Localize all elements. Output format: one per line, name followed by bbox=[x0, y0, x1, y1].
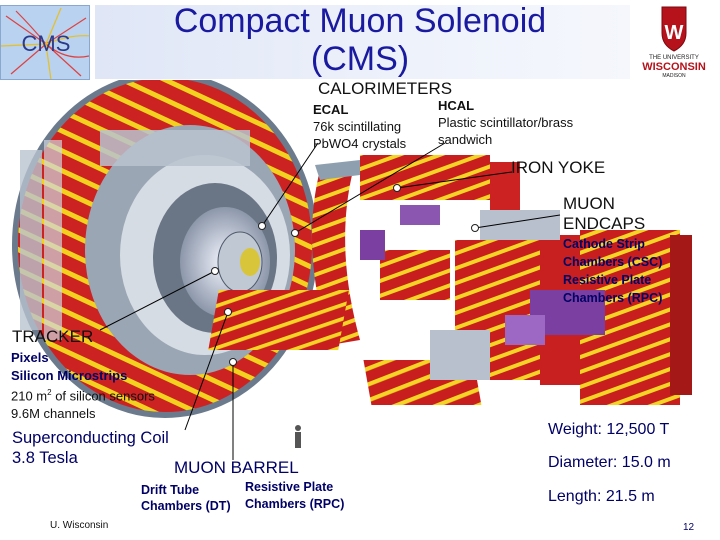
rpc-line-2: Chambers (RPC) bbox=[563, 289, 662, 307]
muon-endcaps-line-2: ENDCAPS bbox=[563, 214, 646, 233]
hcal-line-2: sandwich bbox=[438, 132, 493, 147]
cms-logo: CMS bbox=[0, 5, 90, 80]
hcal-label: HCAL Plastic scintillator/brass sandwich bbox=[438, 97, 573, 148]
pixels-label: Pixels bbox=[11, 350, 49, 365]
barrel-rpc-line-2-post: ) bbox=[340, 497, 345, 511]
uw-logo-line3: MADISON bbox=[662, 73, 686, 79]
hcal-title: HCAL bbox=[438, 98, 475, 113]
channels-label: 9.6M channels bbox=[11, 405, 96, 421]
leader-dots bbox=[211, 184, 479, 366]
silicon-area-pre: 210 m bbox=[11, 388, 48, 404]
svg-text:W: W bbox=[665, 22, 684, 44]
microstrips-label: Silicon Microstrips bbox=[11, 367, 128, 383]
muon-barrel-label: MUON BARREL bbox=[174, 458, 299, 477]
csc-line-2: Chambers (CSC) bbox=[563, 253, 662, 271]
page-title: Compact Muon Solenoid (CMS) bbox=[100, 2, 620, 78]
silicon-area-sup: 2 bbox=[47, 388, 52, 397]
uw-logo-graphic: W THE UNIVERSITY WISCONSIN MADISON bbox=[642, 6, 706, 79]
drift-tube-line-2-post: ) bbox=[226, 499, 231, 513]
silicon-area-label: 210 m2 of silicon sensors bbox=[11, 384, 155, 405]
title-band bbox=[95, 5, 630, 79]
ecal-title: ECAL bbox=[313, 102, 349, 117]
cms-logo-text: CMS bbox=[22, 31, 71, 56]
uw-logo-line2: WISCONSIN bbox=[642, 61, 706, 73]
detector-illustration bbox=[12, 80, 692, 460]
rpc-line-2-pre: Chambers ( bbox=[563, 291, 632, 305]
csc-line-2-post: ) bbox=[658, 255, 663, 269]
hcal-line-1: Plastic scintillator/brass bbox=[438, 115, 574, 130]
muon-endcaps-label: MUON ENDCAPS bbox=[563, 194, 645, 234]
drift-tube-line-2-pre: Chambers ( bbox=[141, 499, 210, 513]
diameter-spec: Diameter: 15.0 m bbox=[548, 454, 671, 471]
title-line-2: (CMS) bbox=[310, 40, 410, 78]
barrel-wheel-left bbox=[12, 80, 318, 418]
leader-lines bbox=[99, 142, 561, 460]
csc-line-2-pre: Chambers ( bbox=[563, 255, 632, 269]
coil-line-1: Superconducting Coil bbox=[12, 429, 169, 447]
ecal-line-1: 76k scintillating bbox=[313, 119, 402, 134]
drift-tube-line-2: Chambers (DT) bbox=[141, 498, 231, 514]
title-line-1: Compact Muon Solenoid bbox=[173, 2, 547, 40]
coil-line-2: 3.8 Tesla bbox=[12, 449, 78, 467]
silicon-area-post: of silicon sensors bbox=[51, 388, 155, 404]
calorimeters-label: CALORIMETERS bbox=[318, 79, 453, 98]
endcap-chambers-label: Cathode Strip Chambers (CSC) Resistive P… bbox=[563, 235, 662, 307]
person-scale-icon bbox=[295, 425, 301, 448]
coil-label: Superconducting Coil 3.8 Tesla bbox=[12, 428, 169, 468]
barrel-rpc-line-2: Chambers (RPC) bbox=[245, 496, 344, 513]
ecal-line-2: PbWO4 crystals bbox=[313, 136, 407, 151]
page-number: 12 bbox=[683, 522, 695, 533]
dt-abbrev: DT bbox=[209, 499, 227, 513]
uw-logo-line1: THE UNIVERSITY bbox=[649, 55, 699, 61]
rpc-line-1: Resistive Plate bbox=[563, 273, 652, 287]
csc-line-1: Cathode Strip bbox=[563, 237, 645, 251]
barrel-rpc-label: Resistive Plate Chambers (RPC) bbox=[245, 479, 344, 513]
tracker-details: Pixels Silicon Microstrips 210 m2 of sil… bbox=[11, 349, 155, 422]
footer-left: U. Wisconsin bbox=[50, 520, 109, 531]
barrel-wheel-middle bbox=[208, 155, 520, 405]
cms-logo-graphic: CMS bbox=[1, 7, 89, 79]
weight-spec: Weight: 12,500 T bbox=[548, 421, 670, 438]
ecal-label: ECAL 76k scintillating PbWO4 crystals bbox=[313, 101, 406, 152]
muon-endcaps-line-1: MUON bbox=[563, 194, 615, 213]
barrel-rpc-line-2-pre: Chambers ( bbox=[245, 497, 314, 511]
uw-logo: W THE UNIVERSITY WISCONSIN MADISON bbox=[632, 3, 716, 79]
rpc-line-2-post: ) bbox=[658, 291, 663, 305]
drift-tube-label: Drift Tube Chambers (DT) bbox=[141, 482, 231, 514]
csc-abbrev: CSC bbox=[631, 255, 659, 269]
barrel-rpc-line-1: Resistive Plate bbox=[245, 480, 334, 494]
iron-yoke-label: IRON YOKE bbox=[511, 158, 606, 177]
muon-endcaps bbox=[430, 210, 692, 405]
barrel-rpc-abbrev: RPC bbox=[313, 497, 341, 511]
rpc-abbrev: RPC bbox=[631, 291, 659, 305]
length-spec: Length: 21.5 m bbox=[548, 488, 655, 505]
tracker-label: TRACKER bbox=[12, 327, 94, 346]
drift-tube-line-1: Drift Tube bbox=[141, 483, 200, 497]
